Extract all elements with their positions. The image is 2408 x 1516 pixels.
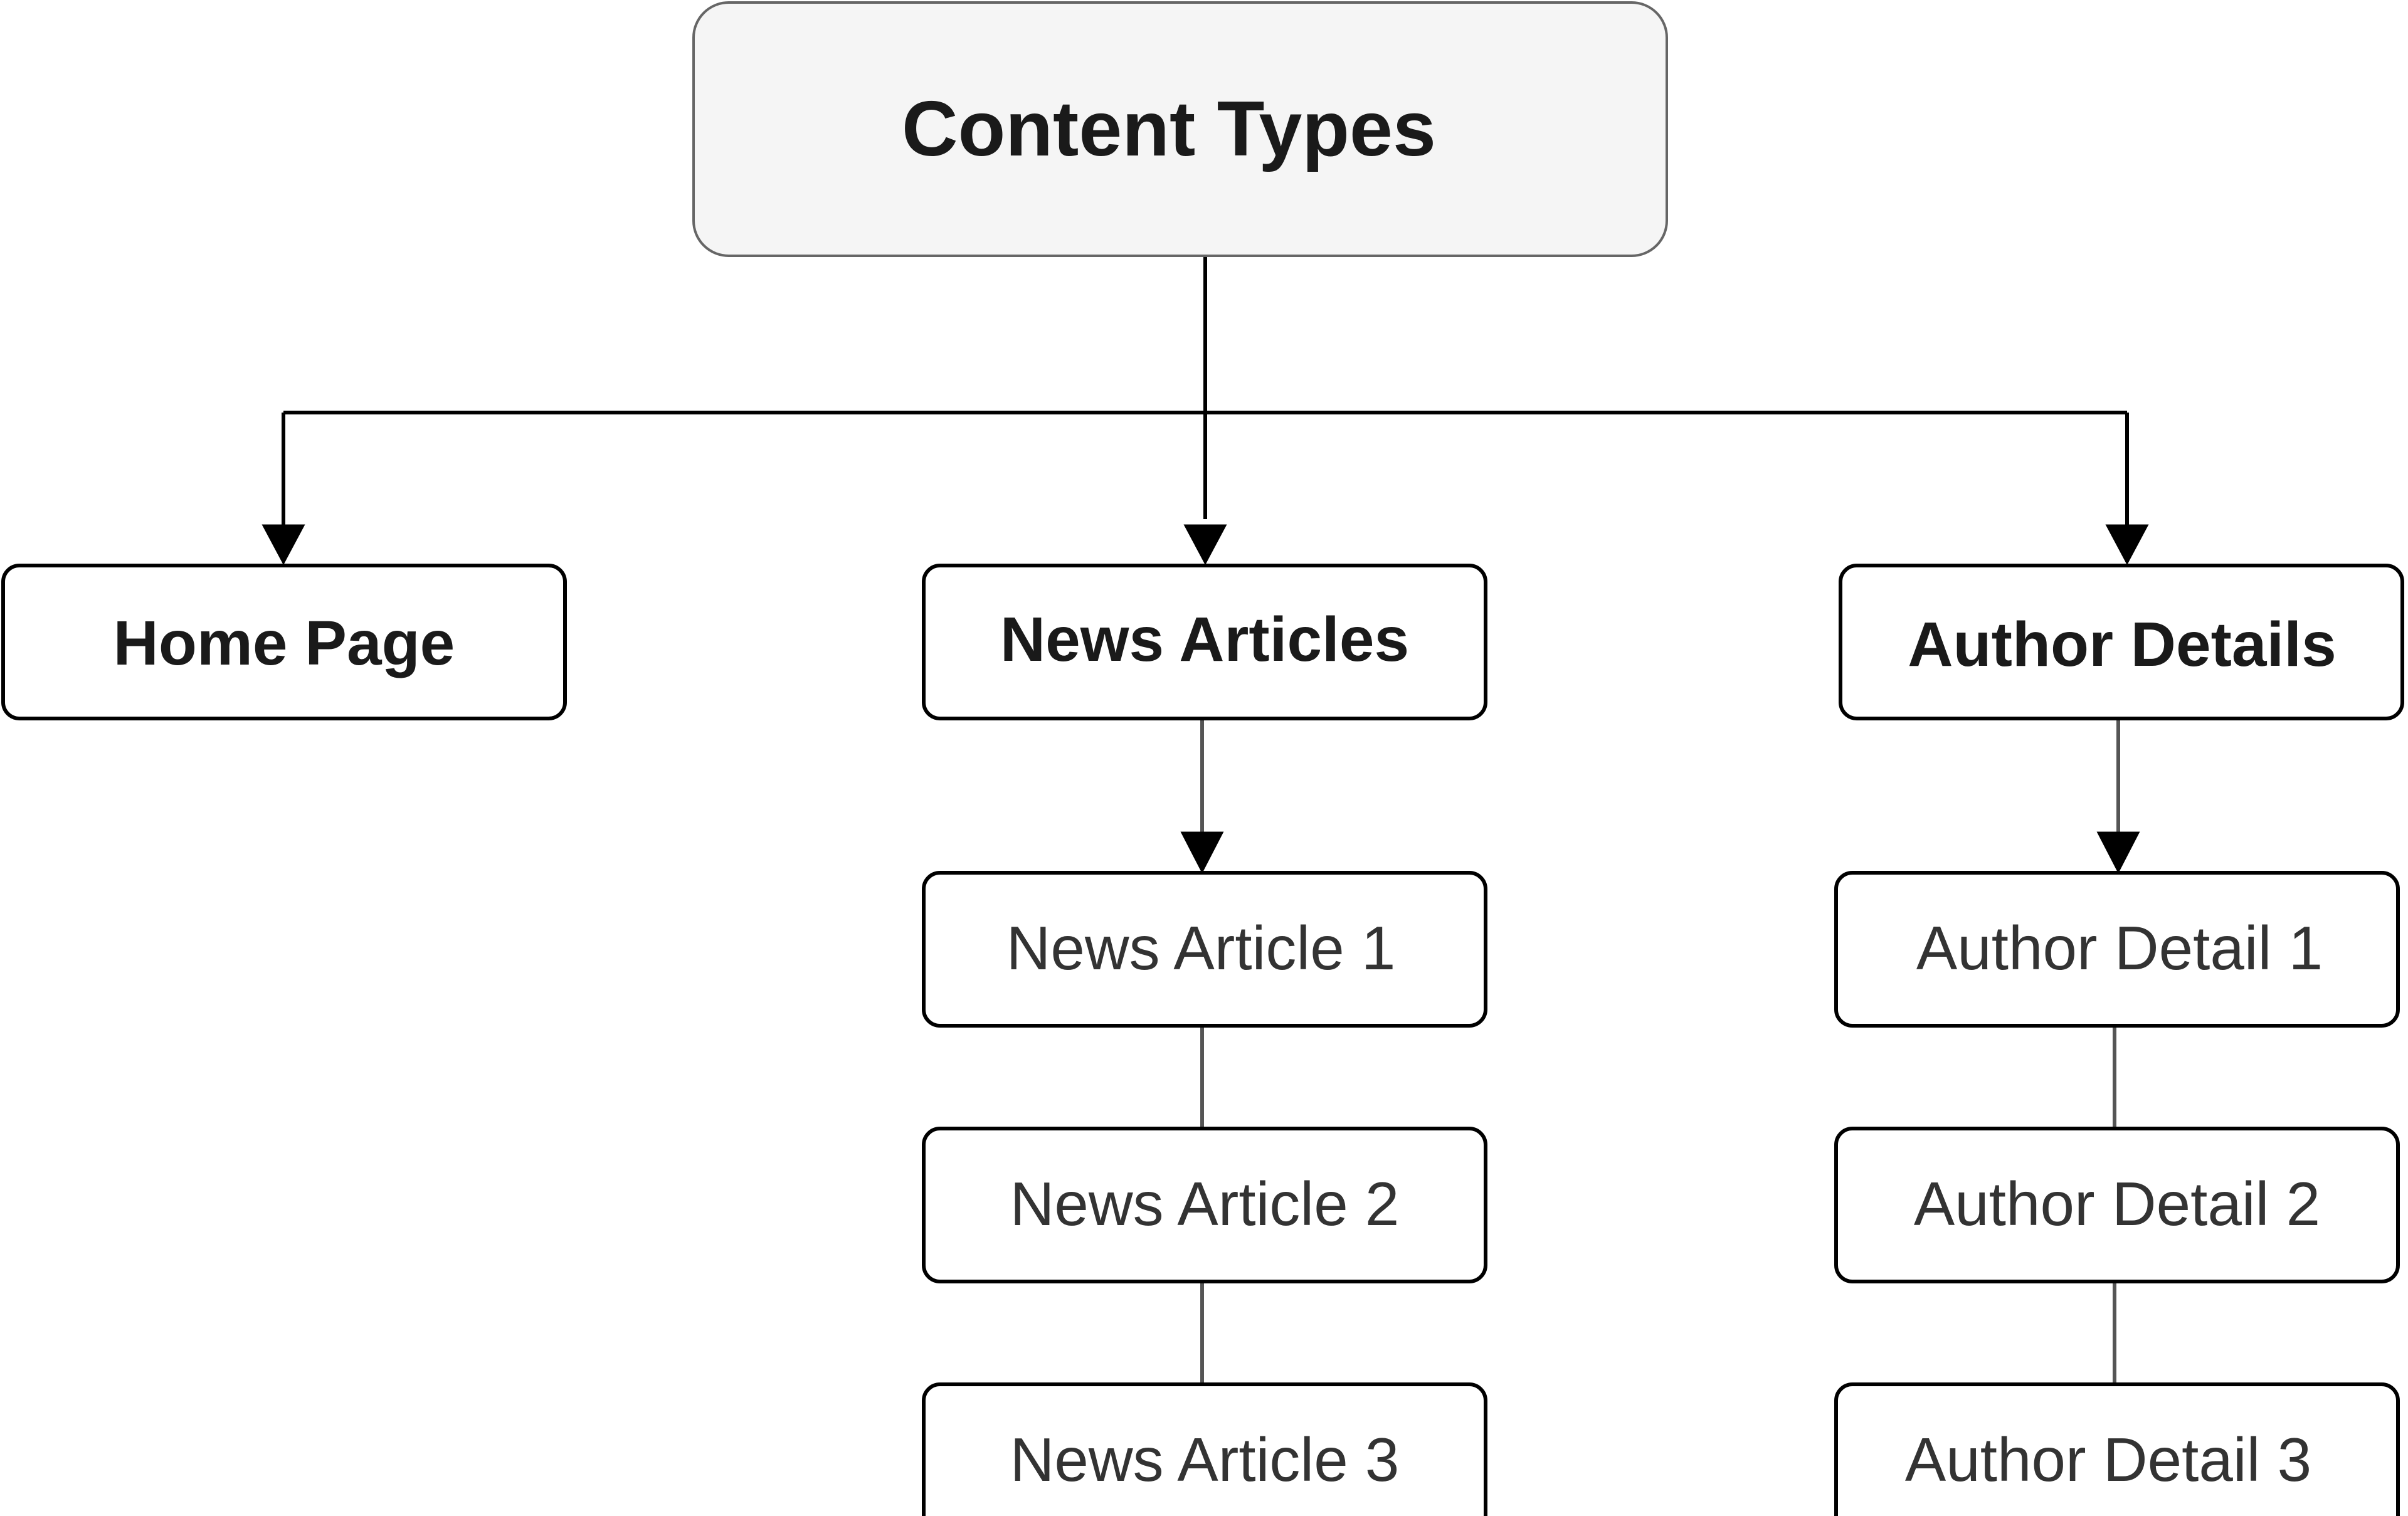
- item-node-news-article-1[interactable]: News Article 1: [922, 871, 1487, 1028]
- news-article-3-label: News Article 3: [1010, 1425, 1400, 1494]
- author-details-label: Author Details: [1908, 609, 2336, 680]
- item-node-news-article-2[interactable]: News Article 2: [922, 1127, 1487, 1283]
- author-detail-1-label: Author Detail 1: [1916, 913, 2323, 982]
- author-detail-2-label: Author Detail 2: [1914, 1169, 2320, 1238]
- item-node-author-detail-1[interactable]: Author Detail 1: [1834, 871, 2400, 1028]
- news-articles-box: [922, 564, 1487, 720]
- category-node-news-articles[interactable]: News Articles: [922, 564, 1487, 720]
- author-detail-3-box: [1834, 1382, 2400, 1516]
- root-node-label: Content Types: [902, 86, 1436, 172]
- author-detail-1-box: [1834, 871, 2400, 1028]
- news-articles-label: News Articles: [1000, 604, 1409, 675]
- item-node-author-detail-2[interactable]: Author Detail 2: [1834, 1127, 2400, 1283]
- news-article-2-label: News Article 2: [1010, 1169, 1400, 1238]
- item-node-author-detail-3[interactable]: Author Detail 3: [1834, 1382, 2400, 1516]
- home-page-label: Home Page: [114, 608, 455, 678]
- author-detail-2-box: [1834, 1127, 2400, 1283]
- news-article-1-box: [922, 871, 1487, 1028]
- arrowhead-news-article-1: [1180, 831, 1224, 874]
- category-node-author-details[interactable]: Author Details: [1839, 564, 2404, 720]
- item-node-news-article-3[interactable]: News Article 3: [922, 1382, 1487, 1516]
- root-connectors: [261, 256, 2149, 566]
- arrowhead-author-detail-1: [2096, 831, 2140, 874]
- news-article-2-box: [922, 1127, 1487, 1283]
- root-node-box: [692, 1, 1668, 257]
- root-node[interactable]: Content Types: [692, 1, 1668, 257]
- author-detail-3-label: Author Detail 3: [1905, 1425, 2311, 1494]
- author-details-box: [1839, 564, 2404, 720]
- arrowhead-news-articles: [1183, 524, 1227, 566]
- home-page-box: [1, 564, 567, 720]
- news-article-1-label: News Article 1: [1006, 913, 1396, 982]
- category-node-home-page[interactable]: Home Page: [1, 564, 567, 720]
- arrowhead-home-page: [261, 524, 305, 566]
- arrowhead-author-details: [2105, 524, 2149, 566]
- item-connectors: [1180, 720, 2140, 1384]
- news-article-3-box: [922, 1382, 1487, 1516]
